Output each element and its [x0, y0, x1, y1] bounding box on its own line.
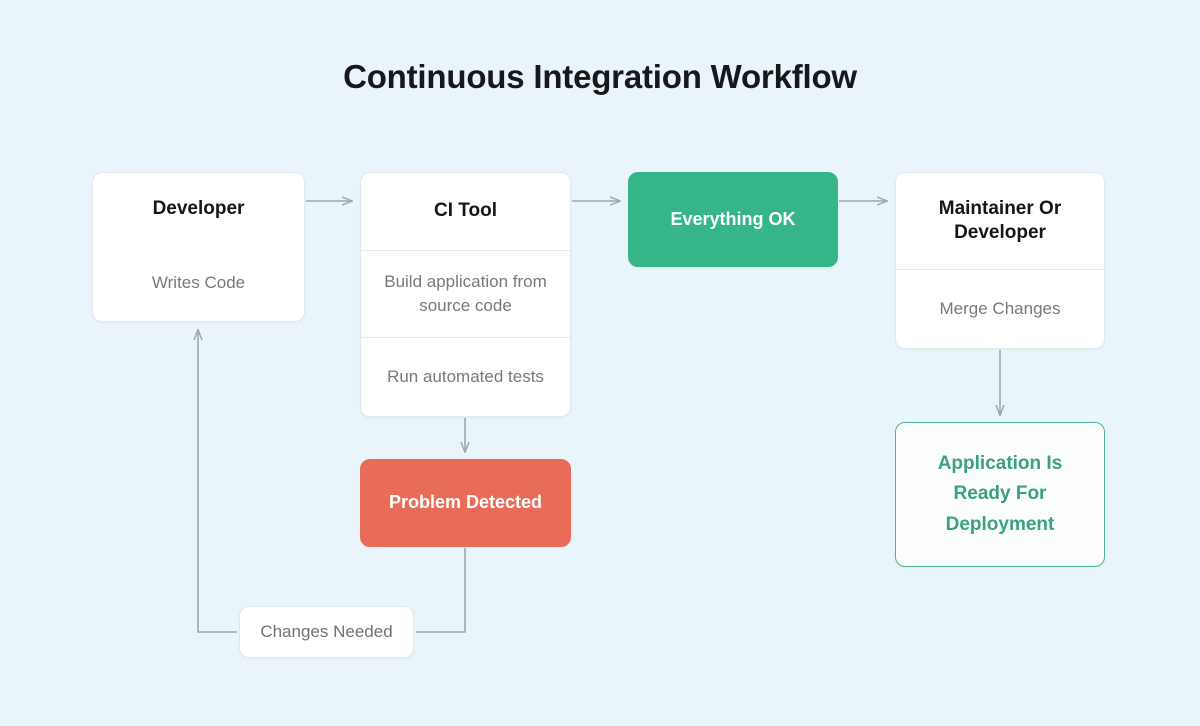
node-everything-ok[interactable]: Everything OK: [628, 172, 838, 267]
node-problem-detected-title: Problem Detected: [388, 492, 543, 513]
edge-label-changes-needed[interactable]: Changes Needed: [239, 606, 414, 658]
node-maintainer-subtitle: Merge Changes: [896, 269, 1104, 348]
page-title: Continuous Integration Workflow: [343, 58, 857, 95]
node-maintainer-or-developer[interactable]: Maintainer Or Developer Merge Changes: [895, 172, 1105, 349]
node-application-ready[interactable]: Application Is Ready For Deployment: [895, 422, 1105, 567]
node-problem-detected[interactable]: Problem Detected: [360, 459, 571, 547]
edge-problem-detected-to-developer: [416, 548, 466, 633]
node-application-ready-title: Application Is Ready For Deployment: [937, 452, 1063, 535]
edge-changes-needed-to-developer: [198, 330, 237, 633]
node-maintainer-title: Maintainer Or Developer: [938, 197, 1062, 243]
node-ci-tool-step-tests: Run automated tests: [361, 337, 570, 416]
node-everything-ok-title: Everything OK: [670, 208, 796, 229]
edge-label-changes-needed-text: Changes Needed: [260, 622, 393, 641]
node-developer[interactable]: Developer Writes Code: [92, 172, 305, 322]
node-ci-tool-title: CI Tool: [434, 200, 497, 222]
node-developer-title: Developer: [152, 197, 245, 219]
node-ci-tool[interactable]: CI Tool Build application from source co…: [360, 172, 571, 417]
node-ci-tool-step-build: Build application from source code: [361, 250, 570, 337]
node-developer-subtitle: Writes Code: [151, 272, 246, 292]
